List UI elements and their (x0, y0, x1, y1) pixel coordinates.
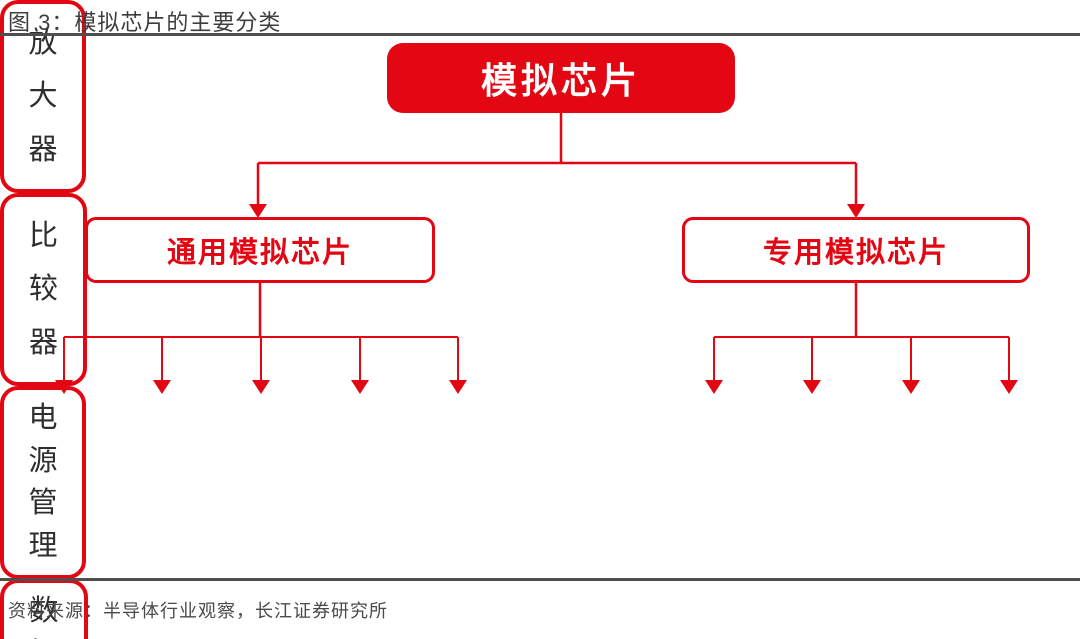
node-leaf-power-management: 电源管理 (0, 386, 86, 579)
node-root-analog-chip: 模拟芯片 (387, 43, 735, 113)
title-underline (0, 33, 1080, 36)
node-branch-special-label: 专用模拟芯片 (762, 237, 949, 269)
node-leaf-amplifier: 放大器 (0, 0, 86, 193)
node-root-label: 模拟芯片 (480, 60, 641, 101)
source-note: 资料来源：半导体行业观察，长江证券研究所 (8, 601, 388, 621)
footer-divider (0, 578, 1080, 581)
node-leaf-comparator: 比较器 (0, 193, 87, 386)
node-leaf-data-conversion: 数据转换 (0, 579, 88, 639)
node-branch-general-analog: 通用模拟芯片 (85, 217, 435, 283)
node-branch-special-analog: 专用模拟芯片 (682, 217, 1030, 283)
figure-title: 图 3：模拟芯片的主要分类 (8, 10, 282, 35)
node-branch-general-label: 通用模拟芯片 (166, 237, 353, 269)
